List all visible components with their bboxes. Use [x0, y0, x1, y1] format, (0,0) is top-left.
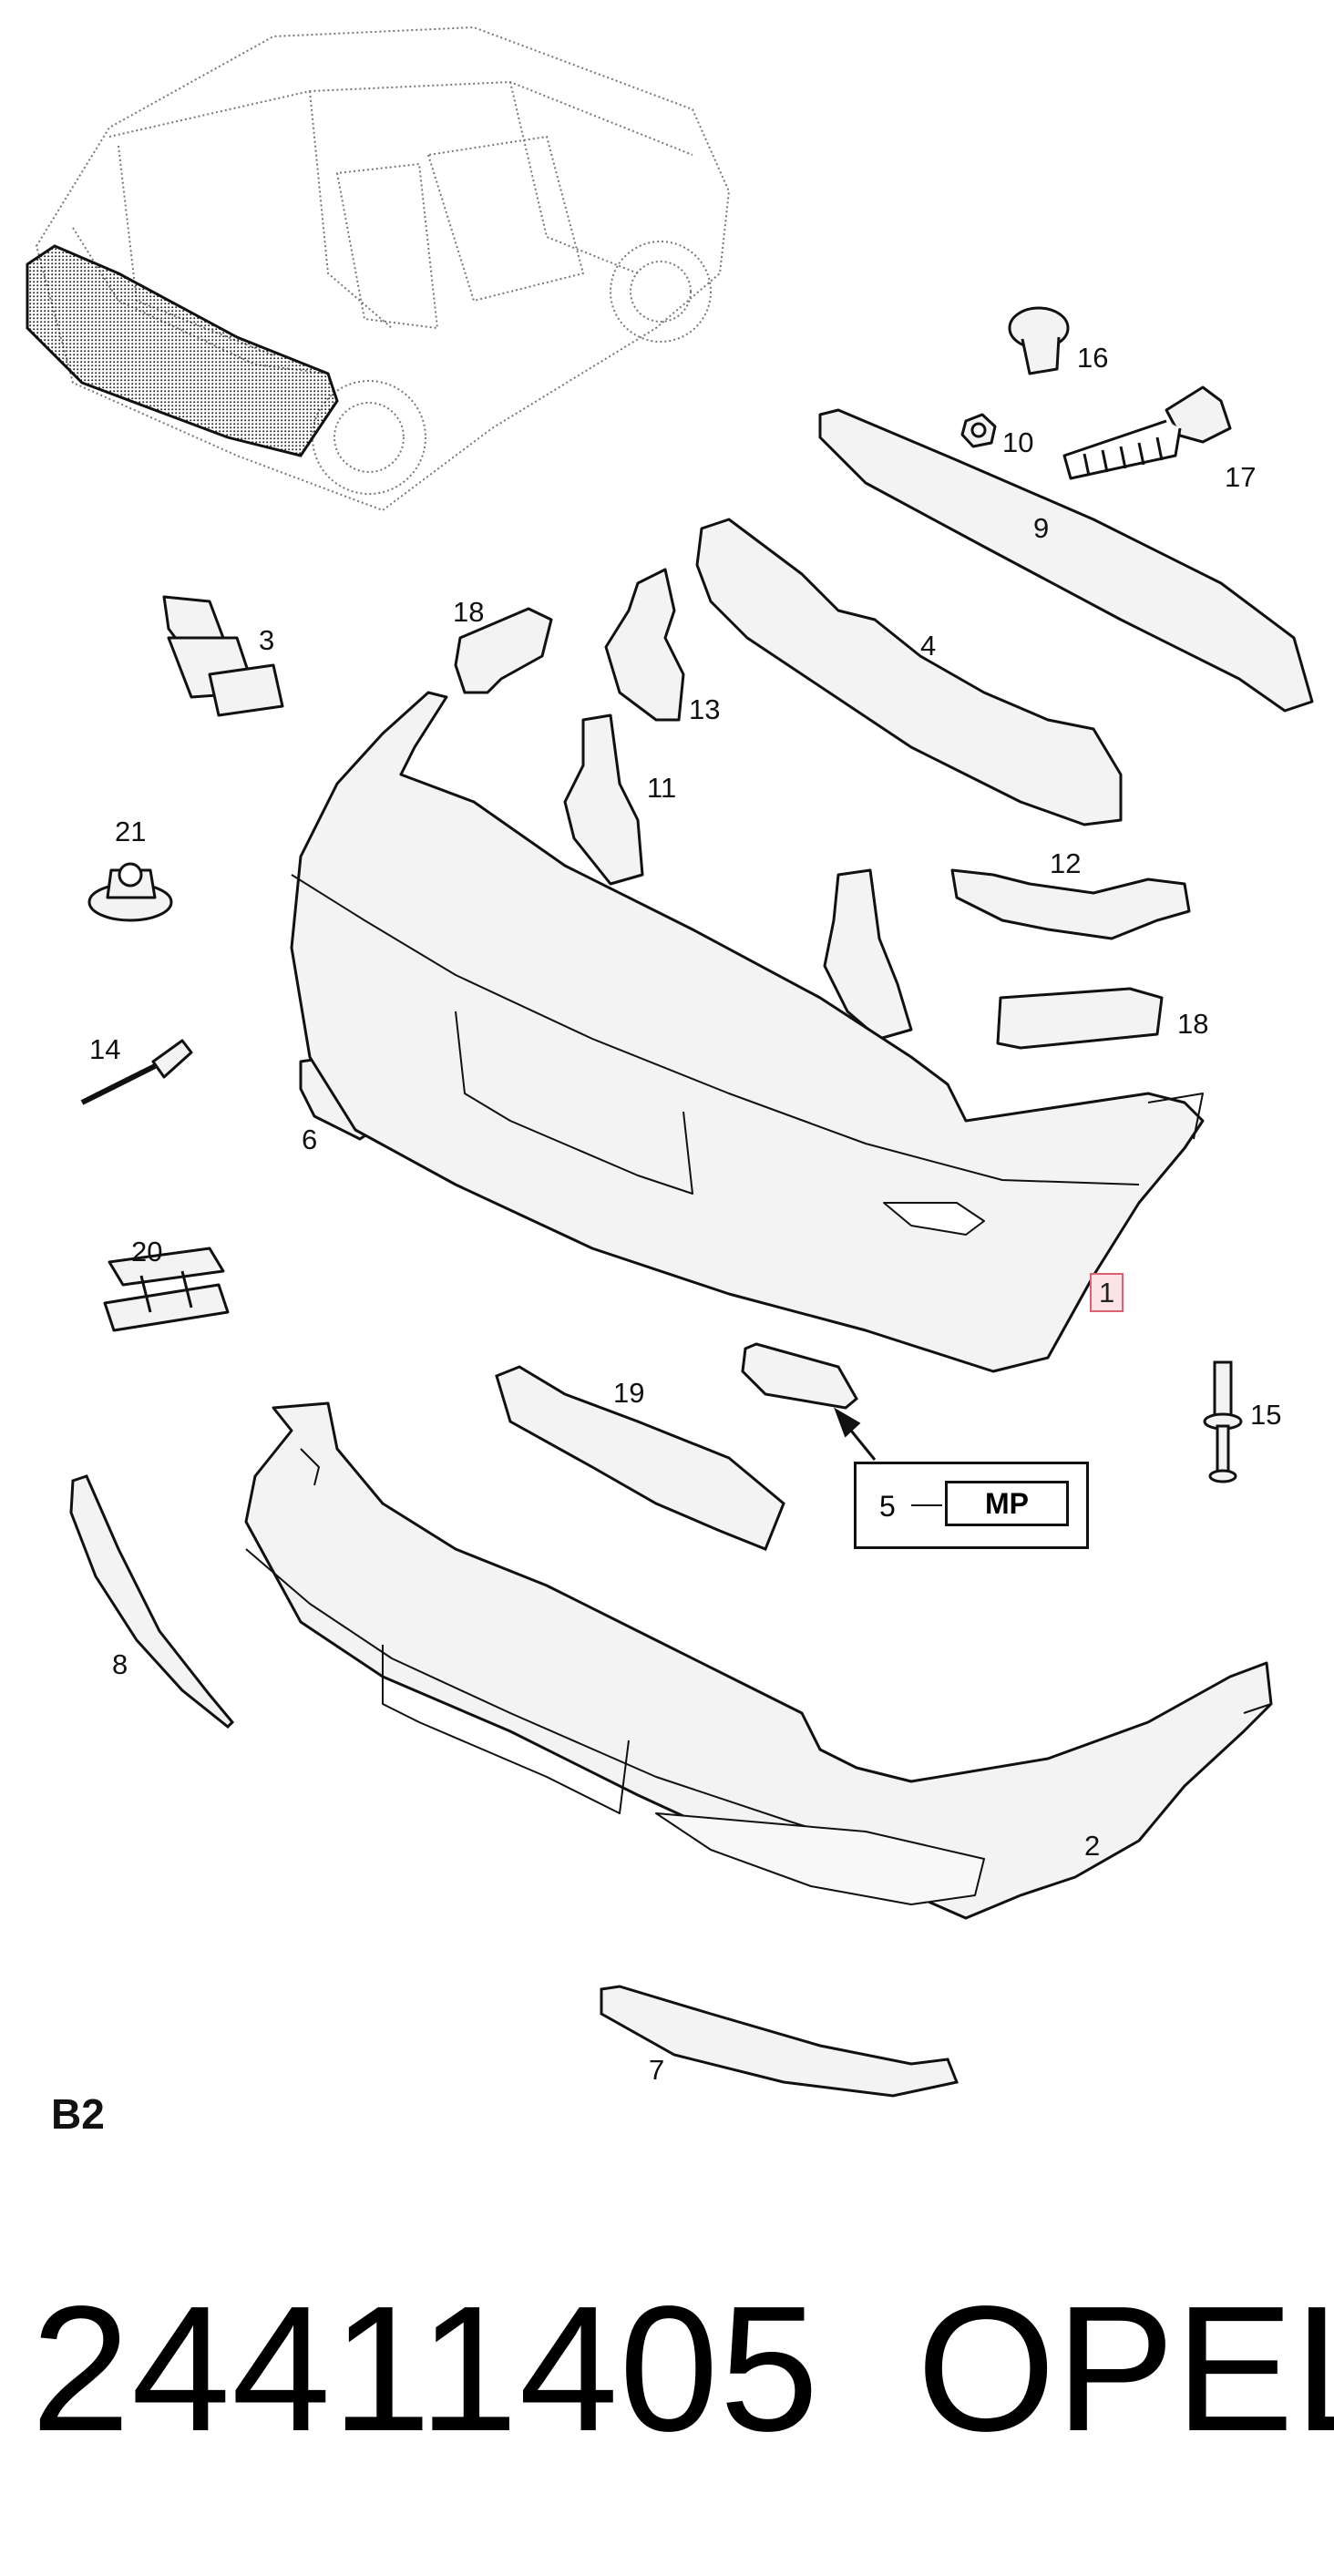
callout-12[interactable]: 12 — [1050, 847, 1082, 879]
callout-2[interactable]: 2 — [1084, 1830, 1101, 1862]
part-3-mounting-bracket — [162, 595, 284, 717]
page-code: B2 — [51, 2090, 105, 2138]
mp-label: MP — [945, 1481, 1069, 1526]
part-11-side-bracket-right — [823, 868, 913, 1041]
part-2-bumper-cover-lower — [244, 1401, 1273, 1920]
mp-connector-line — [911, 1504, 942, 1506]
part-14-push-rivet — [80, 1039, 193, 1105]
part-21-nut — [87, 862, 173, 922]
vehicle-overview-illustration — [35, 26, 731, 512]
callout-8[interactable]: 8 — [112, 1648, 128, 1680]
part-10-nut — [960, 413, 997, 448]
part-16-screw — [1008, 306, 1070, 375]
part-20-clip — [103, 1247, 230, 1332]
callout-21[interactable]: 21 — [115, 816, 147, 847]
part-9-reinforcement-bar — [818, 408, 1314, 713]
callout-16[interactable]: 16 — [1077, 342, 1109, 374]
callout-20[interactable]: 20 — [131, 1236, 163, 1267]
callout-11[interactable]: 11 — [647, 772, 677, 804]
callout-18-lower[interactable]: 18 — [1177, 1008, 1209, 1040]
callout-17[interactable]: 17 — [1225, 461, 1257, 493]
part-13-side-bracket — [604, 568, 685, 722]
part-7-lower-molding — [600, 1985, 959, 2098]
callout-14[interactable]: 14 — [89, 1033, 121, 1065]
parts-diagram — [26, 26, 1314, 2098]
callout-6[interactable]: 6 — [302, 1124, 318, 1155]
callout-7[interactable]: 7 — [649, 2054, 665, 2086]
part-18-lower-guide — [996, 987, 1164, 1050]
mp-reference-box: 5 MP — [854, 1462, 1089, 1549]
reference-arrow — [834, 1407, 877, 1461]
callout-3[interactable]: 3 — [259, 624, 275, 656]
callout-4[interactable]: 4 — [920, 630, 937, 662]
callout-19[interactable]: 19 — [613, 1377, 645, 1409]
part-19-plate-holder — [495, 1365, 785, 1551]
brand-name: OPEL — [917, 2269, 1334, 2468]
part-1-bumper-cover-upper — [290, 691, 1205, 1373]
callout-18-upper[interactable]: 18 — [453, 596, 485, 628]
part-12-bumper-bracket — [950, 868, 1191, 940]
part-18-upper-guide — [454, 607, 553, 694]
part-17-bolt — [1062, 385, 1232, 480]
callout-1[interactable]: 1 — [1090, 1273, 1124, 1312]
part-number: 24411405 — [31, 2269, 820, 2468]
mp-part-number[interactable]: 5 — [879, 1490, 896, 1523]
part-5-reflector — [741, 1342, 858, 1410]
part-4-impact-absorber — [695, 518, 1123, 826]
part-8-side-molding — [69, 1474, 235, 1729]
part-15-bolt — [1203, 1360, 1243, 1483]
callout-13[interactable]: 13 — [689, 693, 721, 725]
callout-15[interactable]: 15 — [1250, 1399, 1282, 1431]
callout-9[interactable]: 9 — [1033, 512, 1050, 544]
part-11-side-bracket — [563, 713, 644, 886]
vehicle-rear-bumper-highlight — [26, 244, 339, 457]
callout-10[interactable]: 10 — [1002, 426, 1034, 458]
